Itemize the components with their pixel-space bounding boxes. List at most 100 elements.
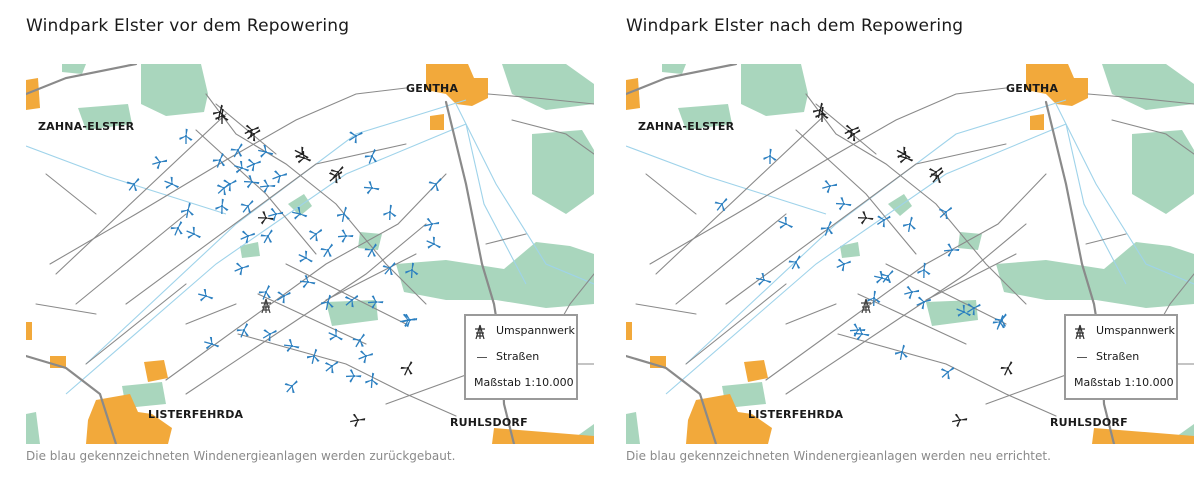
wind-turbine-icon: [916, 296, 931, 310]
wind-turbine-icon: [348, 131, 363, 144]
wind-turbine-icon: [257, 211, 274, 225]
road-line-icon: [1074, 350, 1090, 363]
road: [26, 354, 118, 444]
wind-turbine-icon: [400, 313, 416, 328]
map-before[interactable]: ZAHNA-ELSTER GENTHA LISTERFEHRDA RUHLSDO…: [26, 64, 594, 444]
settlement-area: [26, 78, 40, 110]
road: [511, 119, 594, 155]
wind-turbine-icon: [320, 243, 334, 258]
town-label-gentha: GENTHA: [406, 82, 459, 95]
road: [1111, 119, 1194, 155]
road: [635, 303, 697, 315]
wind-turbine-icon: [234, 262, 249, 276]
road: [205, 93, 427, 305]
map-after[interactable]: ZAHNA-ELSTER GENTHA LISTERFEHRDA RUHLSDO…: [626, 64, 1194, 444]
wind-turbine-icon: [170, 221, 183, 236]
wind-turbine-icon: [844, 124, 859, 138]
town-label-zahna-elster: ZAHNA-ELSTER: [38, 120, 135, 133]
panel-title: Windpark Elster nach dem Repowering: [626, 16, 964, 36]
road: [725, 143, 1007, 305]
wind-turbine-icon: [350, 413, 366, 428]
wind-turbine-icon: [815, 106, 829, 122]
forest-area: [396, 242, 594, 308]
wind-turbine-icon: [236, 323, 249, 338]
wind-turbine-icon: [244, 124, 259, 138]
road: [885, 263, 1007, 325]
road: [685, 283, 787, 365]
wind-turbine-icon: [198, 288, 214, 302]
wind-turbine-icon: [352, 333, 365, 348]
turbine-layer: [126, 104, 442, 428]
wind-turbine-icon: [294, 146, 309, 159]
forest-area: [926, 300, 978, 326]
wind-turbine-icon: [382, 262, 396, 275]
settlement-area: [144, 360, 168, 382]
panel-title: Windpark Elster vor dem Repowering: [26, 16, 350, 36]
panel-caption: Die blau gekennzeichneten Windenergieanl…: [626, 449, 1051, 463]
road: [185, 223, 427, 395]
wind-turbine-icon: [952, 413, 968, 428]
wind-turbine-icon: [364, 148, 378, 164]
watercourse: [65, 123, 467, 395]
legend-label-substation: Umspannwerk: [1096, 324, 1175, 337]
wind-turbine-icon: [966, 303, 981, 316]
watercourse: [626, 145, 827, 215]
wind-turbine-icon: [240, 199, 254, 213]
wind-turbine-icon: [272, 170, 287, 184]
legend-label-roads: Straßen: [1096, 350, 1140, 363]
wind-turbine-icon: [857, 211, 874, 225]
wind-turbine-icon: [268, 208, 284, 222]
wind-turbine-icon: [424, 217, 440, 232]
wind-turbine-icon: [246, 158, 261, 172]
road: [444, 100, 516, 444]
road: [165, 173, 447, 381]
wind-turbine-icon: [880, 269, 894, 283]
wind-turbine-icon: [867, 290, 881, 307]
settlement-area: [86, 394, 172, 444]
wind-turbine-icon: [938, 206, 953, 220]
wind-turbine-icon: [367, 295, 384, 309]
wind-turbine-icon: [428, 178, 442, 191]
town-label-listerfehrda: LISTERFEHRDA: [748, 408, 844, 421]
road-line-icon: [474, 350, 490, 363]
road: [237, 333, 457, 417]
road: [805, 93, 1027, 305]
road: [26, 64, 138, 96]
wind-turbine-icon: [813, 102, 826, 118]
road: [35, 303, 97, 315]
wind-turbine-icon: [328, 328, 343, 341]
settlement-area: [26, 322, 32, 340]
road: [285, 263, 407, 325]
forest-area: [662, 64, 686, 74]
wind-turbine-icon: [234, 160, 250, 174]
wind-turbine-icon: [903, 216, 916, 232]
map-legend: Umspannwerk Straßen Maßstab 1:10.000: [1064, 314, 1178, 400]
forest-area: [240, 242, 260, 258]
wind-turbine-icon: [956, 304, 971, 317]
watercourse: [455, 103, 594, 285]
road: [837, 333, 1057, 417]
road: [49, 87, 407, 265]
map-base: [626, 64, 1194, 444]
wind-turbine-icon: [847, 129, 861, 142]
forest-area: [741, 64, 808, 116]
wind-turbine-icon: [215, 198, 229, 215]
road: [785, 223, 1027, 395]
wind-turbine-icon: [284, 380, 298, 393]
wind-turbine-icon: [778, 216, 794, 229]
wind-turbine-icon: [179, 128, 193, 144]
wind-turbine-icon: [788, 255, 801, 270]
wind-turbine-icon: [849, 323, 866, 337]
legend-row-roads: Straßen: [1074, 350, 1139, 363]
wind-turbine-icon: [763, 148, 777, 164]
wind-turbine-icon: [363, 181, 380, 195]
wind-turbine-icon: [345, 369, 362, 383]
substation-icon: [261, 298, 271, 314]
road: [795, 129, 917, 255]
road: [195, 129, 317, 255]
wind-turbine-icon: [212, 152, 226, 168]
forest-area: [532, 130, 594, 214]
settlement-area: [430, 114, 444, 130]
road: [925, 253, 1017, 301]
wind-turbine-icon: [358, 350, 373, 364]
